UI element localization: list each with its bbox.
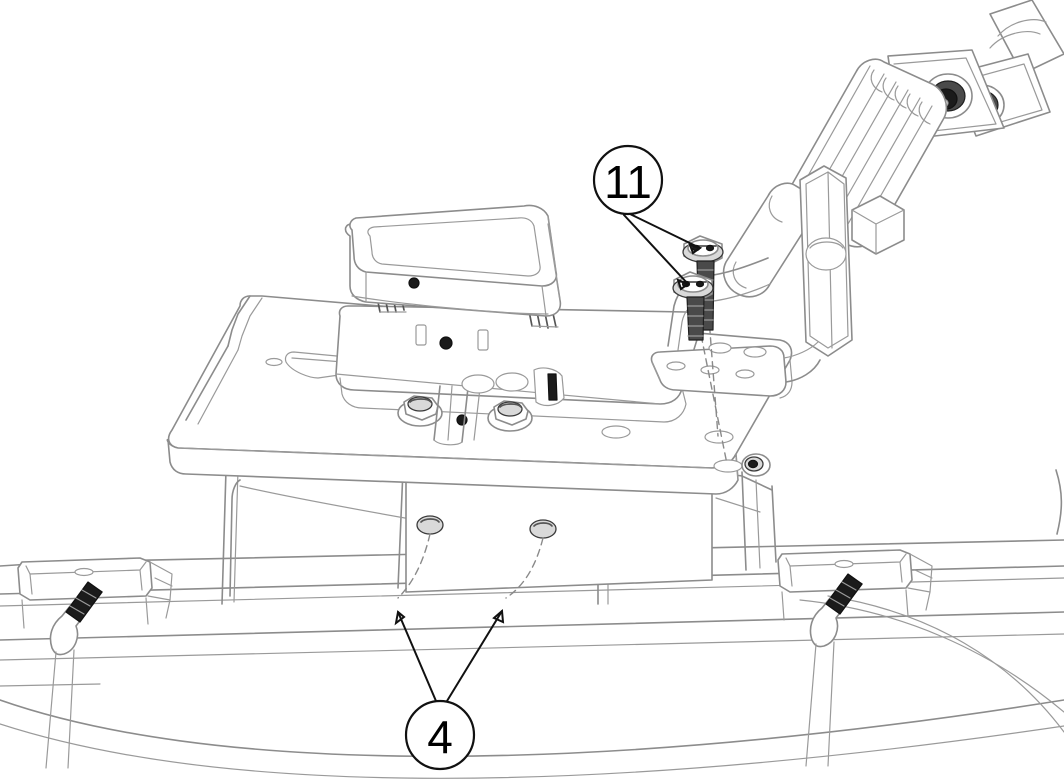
callout-11-circle[interactable] bbox=[592, 144, 664, 216]
gusset-bolt-holes bbox=[416, 515, 557, 539]
clamp-bracket-right bbox=[777, 549, 933, 621]
frame-rail-curve bbox=[0, 595, 1064, 779]
callout-4[interactable]: 4 bbox=[404, 699, 476, 771]
clamp-rod-left bbox=[45, 581, 103, 769]
callout-4-label: 4 bbox=[427, 711, 453, 763]
callout-11[interactable]: 11 bbox=[592, 144, 664, 216]
flange-nut-right bbox=[487, 400, 533, 432]
callout-11-leaders bbox=[623, 213, 703, 291]
callout-4-circle[interactable] bbox=[404, 699, 476, 771]
shock-hex-nut bbox=[851, 195, 905, 255]
frame-edge-arc bbox=[1055, 469, 1063, 535]
callout-4-leaders bbox=[394, 608, 505, 702]
shock-absorber bbox=[650, 0, 1064, 397]
display-console bbox=[344, 204, 562, 317]
plate-edge-bolt bbox=[741, 453, 771, 477]
callout-11-label: 11 bbox=[604, 156, 652, 208]
flange-nut-left bbox=[397, 395, 443, 427]
clamp-rod-right bbox=[805, 573, 863, 767]
clamp-bracket-left bbox=[17, 557, 173, 629]
console-mount-posts bbox=[433, 367, 565, 446]
